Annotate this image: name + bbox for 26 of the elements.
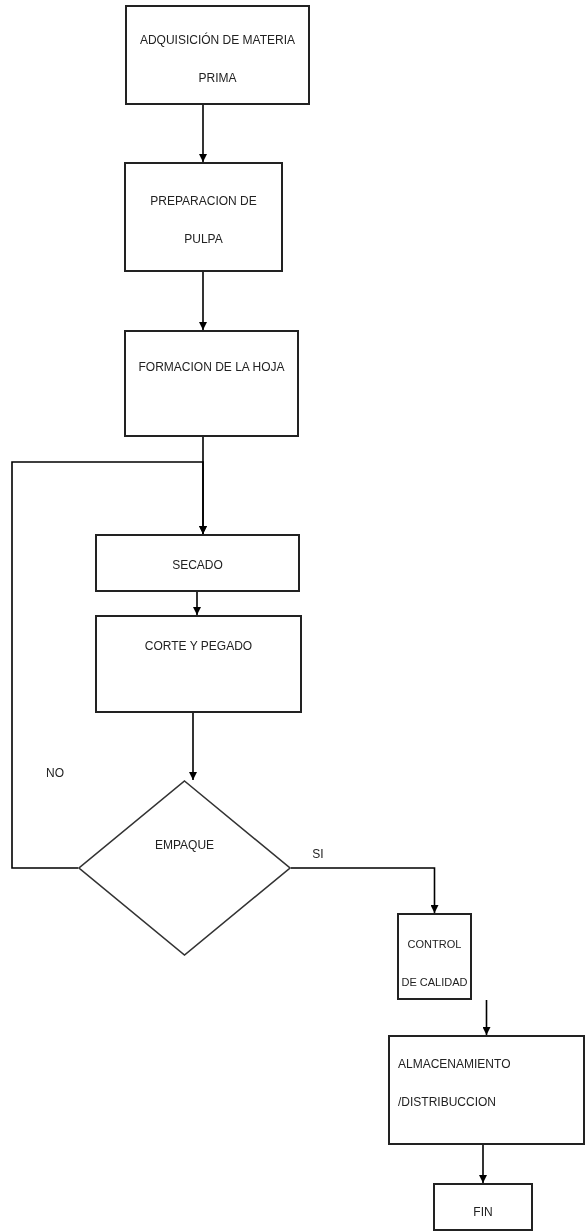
node-label: ALMACENAMIENTO /DISTRIBUCCION — [397, 1056, 512, 1111]
arrow — [193, 591, 201, 616]
arrow — [199, 271, 207, 331]
decision-diamond — [78, 780, 291, 956]
node-label: CORTE Y PEGADO — [143, 638, 254, 655]
process-box — [124, 330, 299, 437]
process-box — [433, 1183, 533, 1231]
arrow — [189, 712, 197, 781]
node-label: EMPAQUE — [153, 837, 216, 854]
process-box — [397, 913, 472, 1000]
arrow — [199, 104, 207, 163]
node-label: PREPARACION DE PULPA — [149, 193, 258, 248]
process-box — [388, 1035, 585, 1145]
node-label: CONTROL DE CALIDAD — [400, 937, 469, 990]
node-label: FIN — [472, 1204, 494, 1221]
arrow — [290, 867, 439, 914]
arrow — [482, 999, 491, 1036]
node-label: SECADO — [171, 557, 224, 574]
process-box — [95, 534, 300, 592]
arrow — [11, 461, 207, 869]
node-label: FORMACION DE LA HOJA — [137, 359, 286, 376]
process-box — [124, 162, 283, 272]
process-box — [95, 615, 302, 713]
node-label: ADQUISICIÓN DE MATERIA PRIMA — [138, 31, 297, 87]
process-box — [125, 5, 310, 105]
arrow — [479, 1144, 487, 1184]
